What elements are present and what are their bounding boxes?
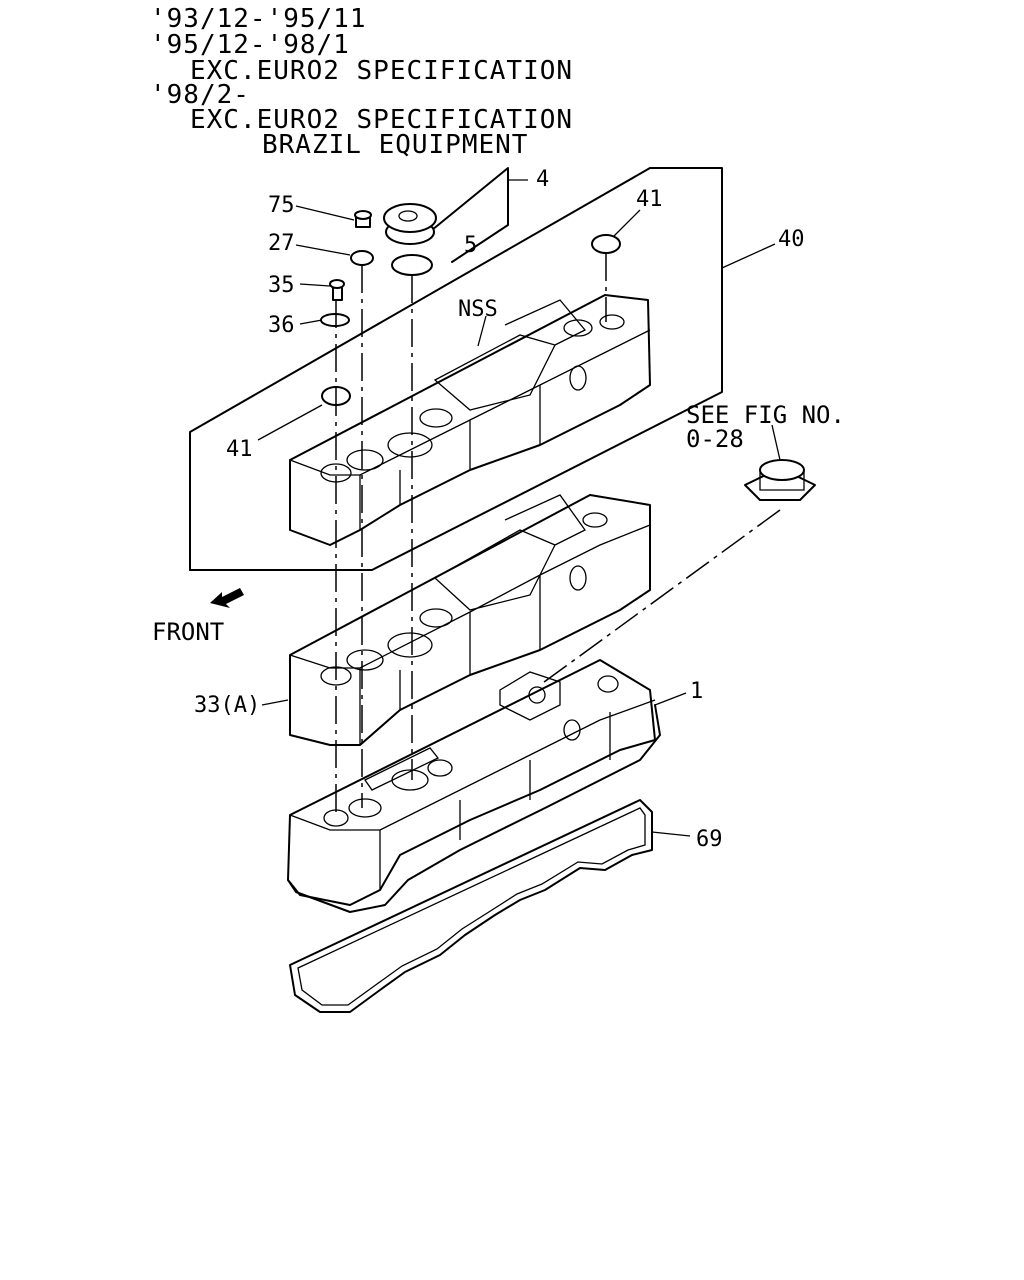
- pcv-valve: [744, 459, 816, 501]
- label-41-left: 41: [226, 437, 253, 462]
- label-41-top: 41: [636, 187, 663, 212]
- oil-filler-cap-4: [383, 203, 437, 245]
- front-arrow-icon: [210, 588, 244, 608]
- header-line-5: EXC.EURO2 SPECIFICATION: [190, 105, 574, 135]
- label-69: 69: [696, 827, 723, 852]
- label-front: FRONT: [152, 618, 224, 646]
- head-cover-1: [287, 659, 661, 913]
- label-5: 5: [464, 233, 477, 258]
- grommet-41-top: [591, 234, 621, 254]
- bracket-4-5: [431, 167, 509, 263]
- kit-bracket-40-lower: [189, 267, 723, 571]
- applicability-header: '93/12-'95/11 '95/12-'98/1 EXC.EURO2 SPE…: [0, 0, 1024, 170]
- seal-ring-5: [391, 254, 433, 276]
- label-27: 27: [268, 231, 295, 256]
- washer-36: [320, 313, 350, 327]
- bolt-75: [354, 210, 372, 228]
- label-36: 36: [268, 313, 295, 338]
- label-33a: 33(A): [194, 693, 260, 718]
- label-40: 40: [778, 227, 805, 252]
- bolt-35: [329, 279, 345, 301]
- gasket-69: [289, 799, 653, 1013]
- header-line-2: '95/12-'98/1: [150, 30, 350, 60]
- lower-cover-33a: [289, 494, 651, 746]
- header-line-1: '93/12-'95/11: [150, 4, 367, 34]
- grommet-27: [350, 250, 374, 266]
- kit-bracket-40: [189, 167, 723, 571]
- header-line-3: EXC.EURO2 SPECIFICATION: [190, 56, 574, 86]
- label-see-fig-2: 0-28: [686, 425, 744, 453]
- header-line-6: BRAZIL EQUIPMENT: [262, 130, 529, 160]
- label-4: 4: [536, 167, 549, 192]
- label-1: 1: [690, 679, 703, 704]
- upper-cover-nss: [289, 294, 651, 546]
- header-line-4: '98/2-: [150, 80, 250, 110]
- label-75: 75: [268, 193, 295, 218]
- label-35: 35: [268, 273, 295, 298]
- label-see-fig-1: SEE FIG NO.: [686, 401, 845, 429]
- label-nss: NSS: [458, 297, 498, 322]
